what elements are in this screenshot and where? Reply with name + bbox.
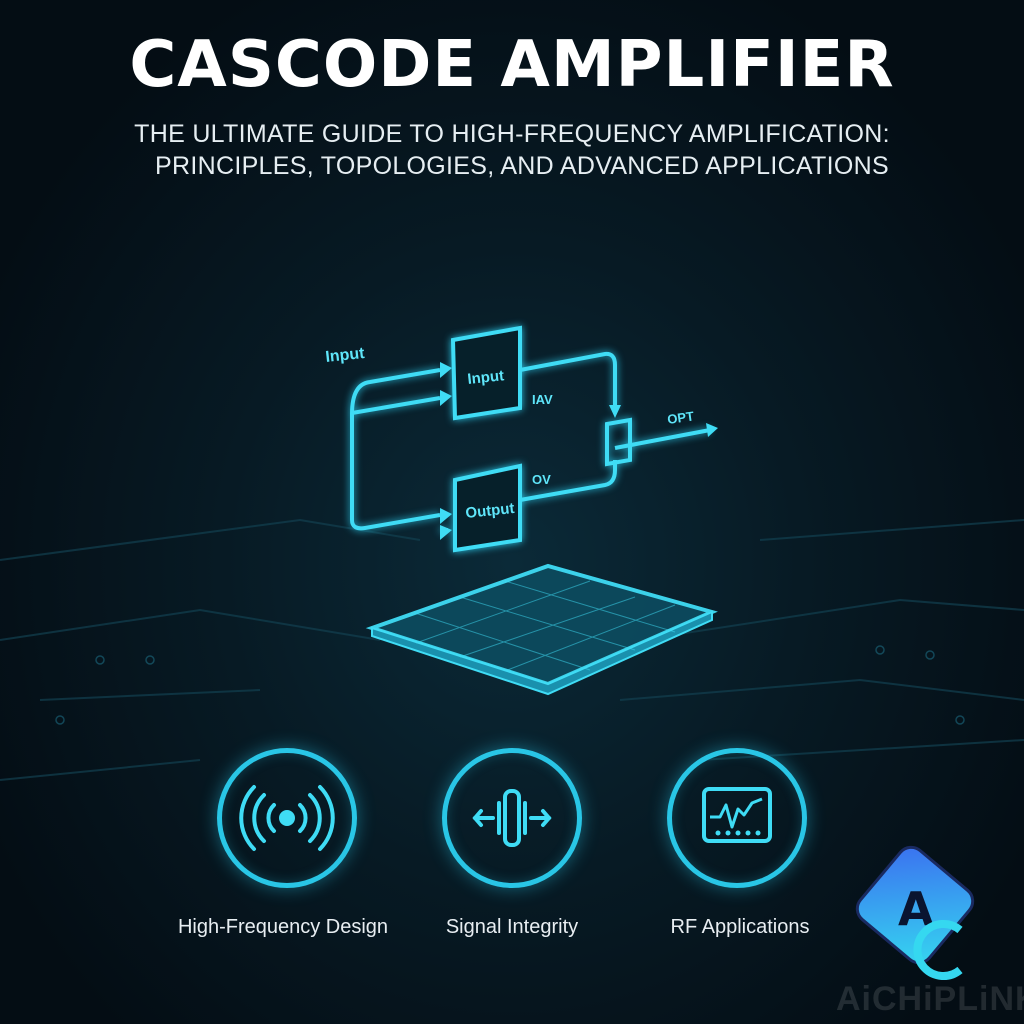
feature-label-signal-integrity: Signal Integrity: [445, 916, 579, 938]
signal-waveform-icon: [472, 789, 552, 847]
arrow-heads: [440, 362, 718, 540]
feature-label-high-frequency: High-Frequency Design: [177, 916, 389, 938]
ov-label: OV: [532, 472, 551, 487]
subtitle-line-2: PRINCIPLES, TOPOLOGIES, AND ADVANCED APP…: [155, 152, 889, 180]
feature-label-rf-applications: RF Applications: [670, 916, 810, 938]
feature-high-frequency: [217, 748, 357, 888]
output-block: [453, 463, 522, 553]
input-block: [450, 325, 522, 421]
wireless-signal-icon: [239, 785, 335, 851]
chip-platform: [365, 563, 718, 696]
page-title: CASCODE AMPLIFIER: [129, 28, 895, 102]
output-label: OPT: [666, 408, 695, 427]
block-top-label: Input: [467, 367, 505, 388]
block-bottom-label: Output: [465, 500, 516, 522]
cascode-block-diagram: [350, 325, 711, 553]
iav-label: IAV: [532, 392, 553, 407]
logo-watermark-text: AiCHiPLiNK: [836, 980, 1024, 1018]
subtitle-line-1: THE ULTIMATE GUIDE TO HIGH-FREQUENCY AMP…: [134, 120, 890, 148]
diagram-input-label: Input: [325, 345, 366, 366]
feature-rf-applications: [667, 748, 807, 888]
oscilloscope-monitor-icon: [702, 787, 772, 843]
feature-signal-integrity: [442, 748, 582, 888]
